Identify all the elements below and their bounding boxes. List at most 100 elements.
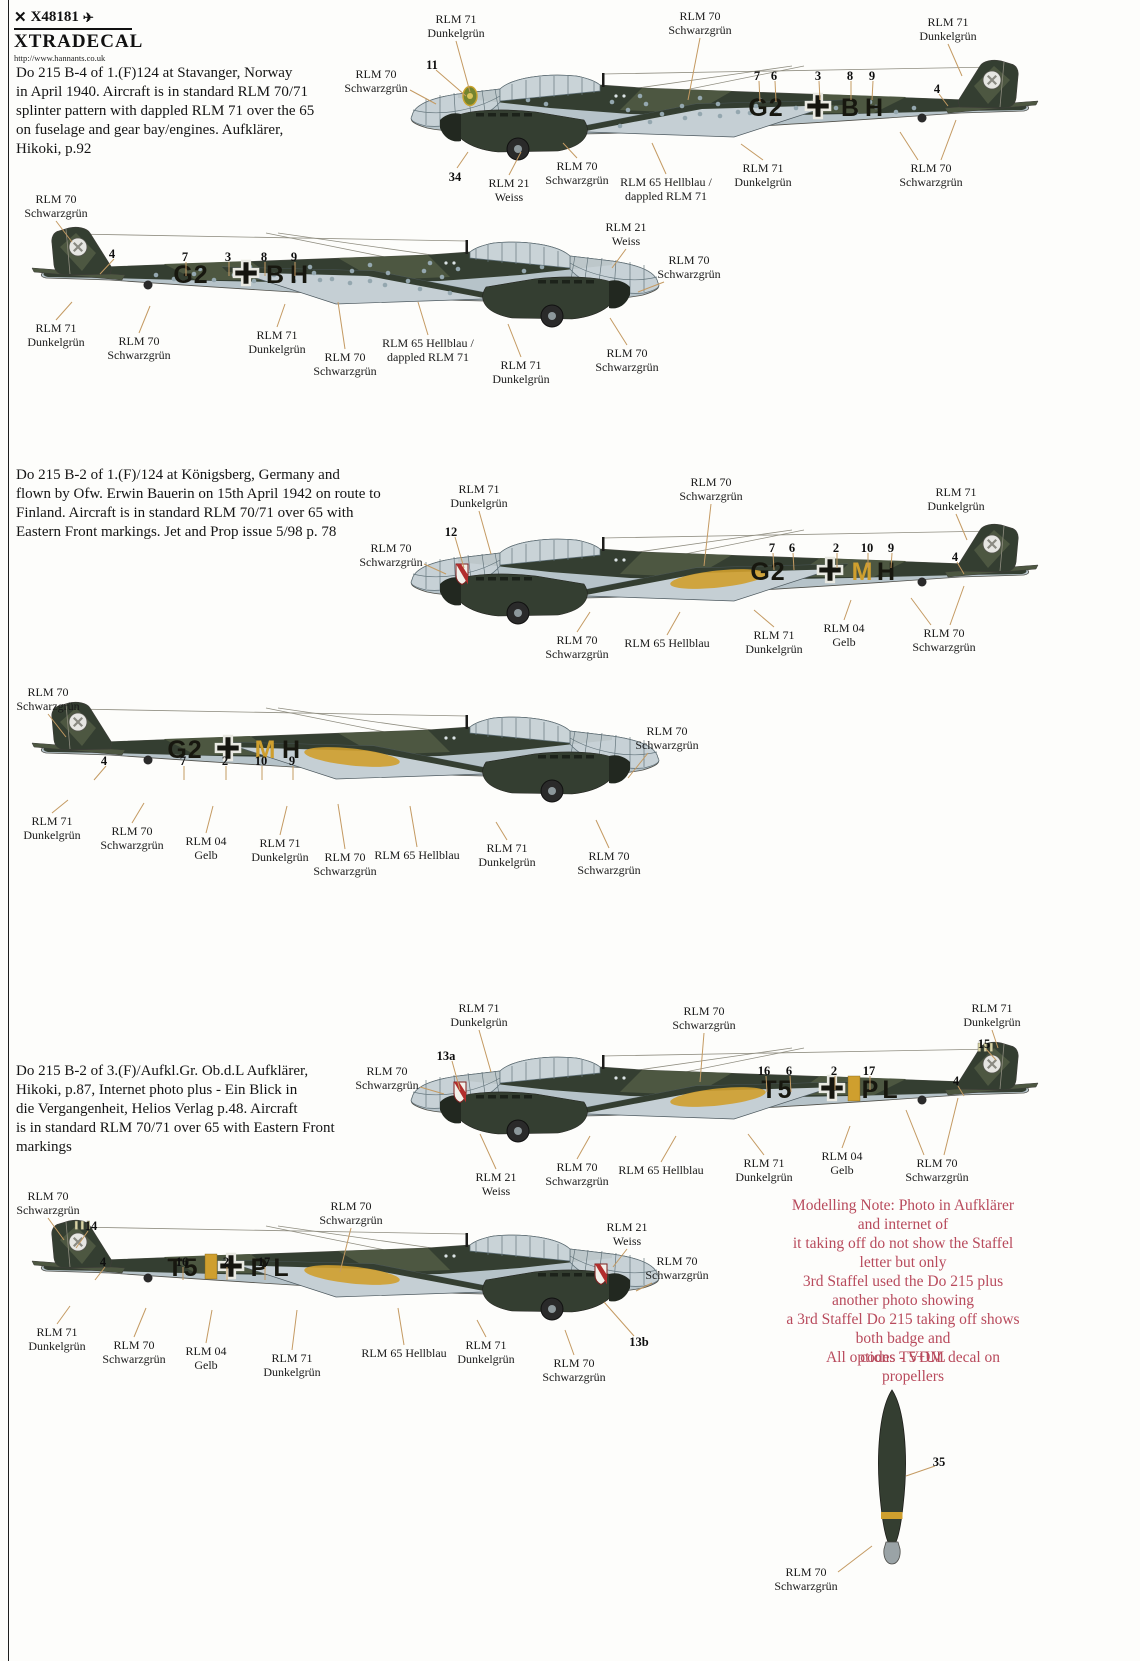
code-letter: H xyxy=(877,558,895,586)
decal-ref-number: 4 xyxy=(951,550,959,564)
decal-ref-number: 10 xyxy=(860,541,874,555)
propeller-spinner xyxy=(440,1095,461,1124)
decal-ref-number: 7 xyxy=(179,754,187,768)
product-code: ✕ X48181 ✈ xyxy=(14,8,132,30)
balkenkreuz-marking xyxy=(816,556,844,584)
code-letter: B xyxy=(841,94,859,122)
decal-ref-number: 7 xyxy=(753,69,761,83)
cockpit-canopy xyxy=(499,538,601,566)
yellow-fuselage-band xyxy=(204,1253,218,1280)
propeller-hub xyxy=(883,1541,901,1565)
decal-ref-number: 13a xyxy=(436,1049,456,1063)
tail-wheel xyxy=(143,280,153,290)
brand-url: http://www.hannants.co.uk xyxy=(14,53,106,63)
decal-ref-number: 11 xyxy=(426,58,438,72)
decal-ref-number: 6 xyxy=(788,541,796,555)
decal-ref-number: 6 xyxy=(770,69,778,83)
engine-nacelle xyxy=(482,276,618,320)
brand-header: ✕ X48181 ✈ XTRADECAL http://www.hannants… xyxy=(14,8,143,63)
engine-nacelle xyxy=(482,1269,618,1313)
decal-ref-number: 4 xyxy=(108,247,116,261)
tail-marking xyxy=(982,534,1002,554)
nose-badge xyxy=(462,85,478,107)
fin-bars xyxy=(74,1220,90,1230)
decal-ref-number: 2 xyxy=(830,1064,838,1078)
tail-wheel xyxy=(143,755,153,765)
tail-wheel xyxy=(143,1273,153,1283)
page-border xyxy=(8,0,9,1661)
code-letter: P xyxy=(862,1076,879,1104)
decal-ref-number: 4 xyxy=(952,1074,960,1088)
propeller-spinner xyxy=(609,755,630,784)
paint-callout: RLM 65 Hellblau xyxy=(618,1163,704,1177)
decal-ref-number: 4 xyxy=(99,1255,107,1269)
engine-nacelle xyxy=(482,751,618,795)
tail-marking xyxy=(982,1054,1002,1074)
antenna-mast xyxy=(465,240,468,254)
paint-callout: RLM 65 Hellblau xyxy=(374,848,460,862)
modelling-note: Modelling Note: Photo in Aufklärer and i… xyxy=(786,1197,1020,1366)
engine-nacelle xyxy=(452,573,588,617)
decal-ref-number: 8 xyxy=(846,69,854,83)
antenna-mast xyxy=(602,73,605,87)
decal-ref-number: 7 xyxy=(768,541,776,555)
cockpit-canopy xyxy=(499,74,601,102)
antenna-mast xyxy=(465,715,468,729)
decal-ref-number: 4 xyxy=(100,754,108,768)
aircraft-silhouette-icon: ✈ xyxy=(82,9,94,25)
decal-ref-number: 10 xyxy=(254,754,268,768)
description-option-3: Do 215 B-2 of 3.(F)/Aufkl.Gr. Ob.d.L Auf… xyxy=(16,1063,335,1155)
cockpit-canopy xyxy=(499,1056,601,1084)
tail-marking xyxy=(982,70,1002,90)
code-prefix: G2 xyxy=(167,736,202,764)
cockpit-canopy xyxy=(469,1234,571,1262)
tail-wheel xyxy=(917,577,927,587)
tail-wheel xyxy=(917,113,927,123)
tail-marking xyxy=(68,237,88,257)
product-code-text: X48181 xyxy=(30,9,79,25)
nose-badge xyxy=(455,563,469,586)
paint-callout: RLM 65 Hellblau /dappled RLM 71 xyxy=(382,336,474,364)
tail-marking xyxy=(68,712,88,732)
propeller-spinner xyxy=(609,280,630,309)
code-prefix: T5 xyxy=(761,1076,792,1104)
decal-ref-number: 9 xyxy=(887,541,895,555)
decal-ref-number: 9 xyxy=(288,754,296,768)
nose-badge xyxy=(453,1081,467,1104)
